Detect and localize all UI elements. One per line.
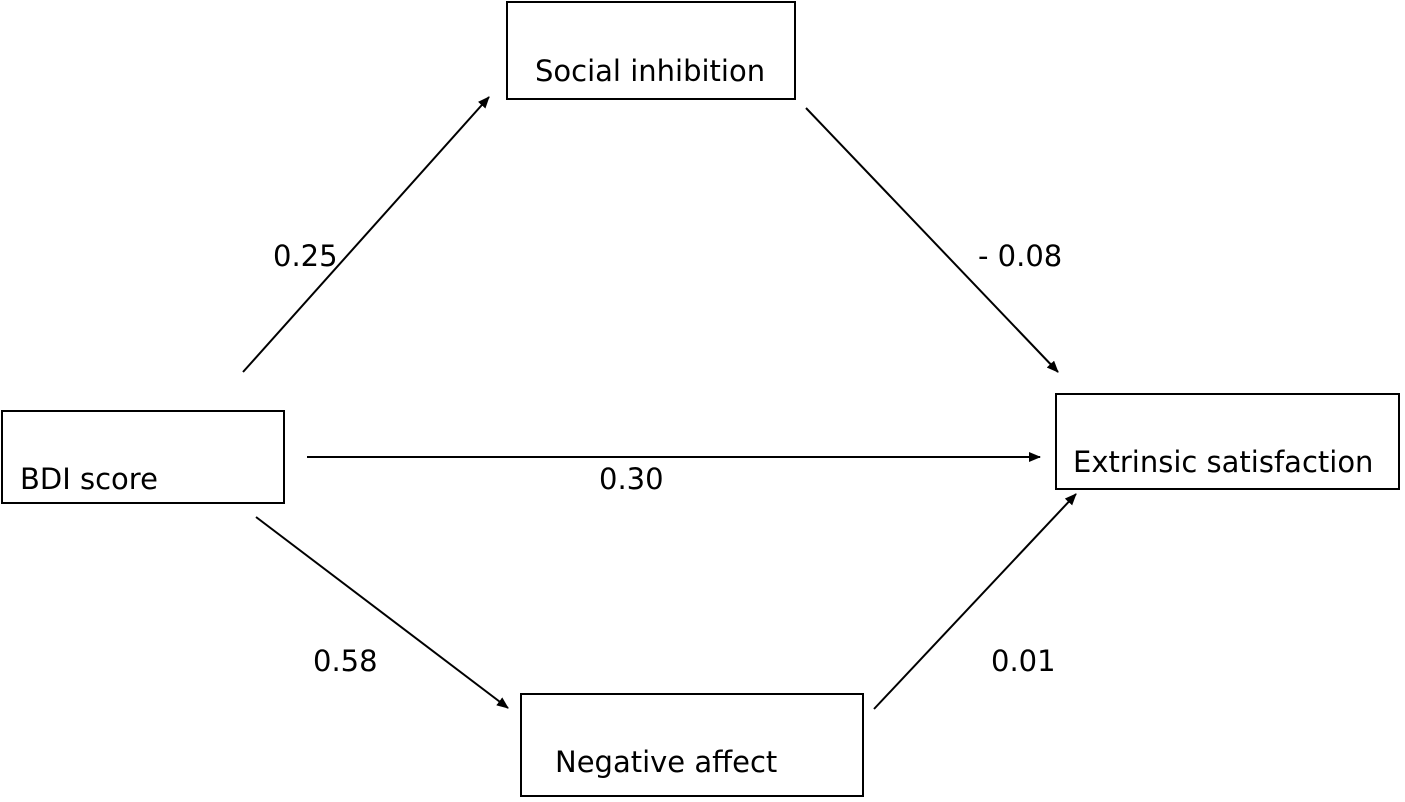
node-negative-affect-box xyxy=(520,693,864,797)
node-extrinsic-satisfaction: Extrinsic satisfaction xyxy=(1055,393,1400,490)
edge-negative-affect-to-extrinsic xyxy=(873,493,1077,710)
node-bdi-score-box xyxy=(1,410,285,504)
coefficient-bdi-social: 0.25 xyxy=(273,239,338,273)
node-social-inhibition-box xyxy=(506,1,796,100)
coefficient-bdi-extrinsic: 0.30 xyxy=(599,462,664,496)
node-social-inhibition-label: Social inhibition xyxy=(535,54,765,88)
coefficient-negative-extrinsic: 0.01 xyxy=(991,644,1056,678)
edge-social-inhibition-to-extrinsic xyxy=(805,107,1059,373)
coefficient-bdi-negative: 0.58 xyxy=(313,644,378,678)
node-negative-affect: Negative affect xyxy=(520,693,864,797)
node-bdi-score-label: BDI score xyxy=(20,462,158,496)
edge-bdi-to-negative-affect xyxy=(255,516,509,709)
node-bdi-score: BDI score xyxy=(1,410,285,504)
node-extrinsic-satisfaction-label: Extrinsic satisfaction xyxy=(1073,445,1373,479)
node-negative-affect-label: Negative affect xyxy=(555,745,777,779)
node-social-inhibition: Social inhibition xyxy=(506,1,796,100)
coefficient-social-extrinsic: - 0.08 xyxy=(978,239,1062,273)
node-extrinsic-satisfaction-box xyxy=(1055,393,1400,490)
edge-bdi-to-social-inhibition xyxy=(242,96,490,373)
